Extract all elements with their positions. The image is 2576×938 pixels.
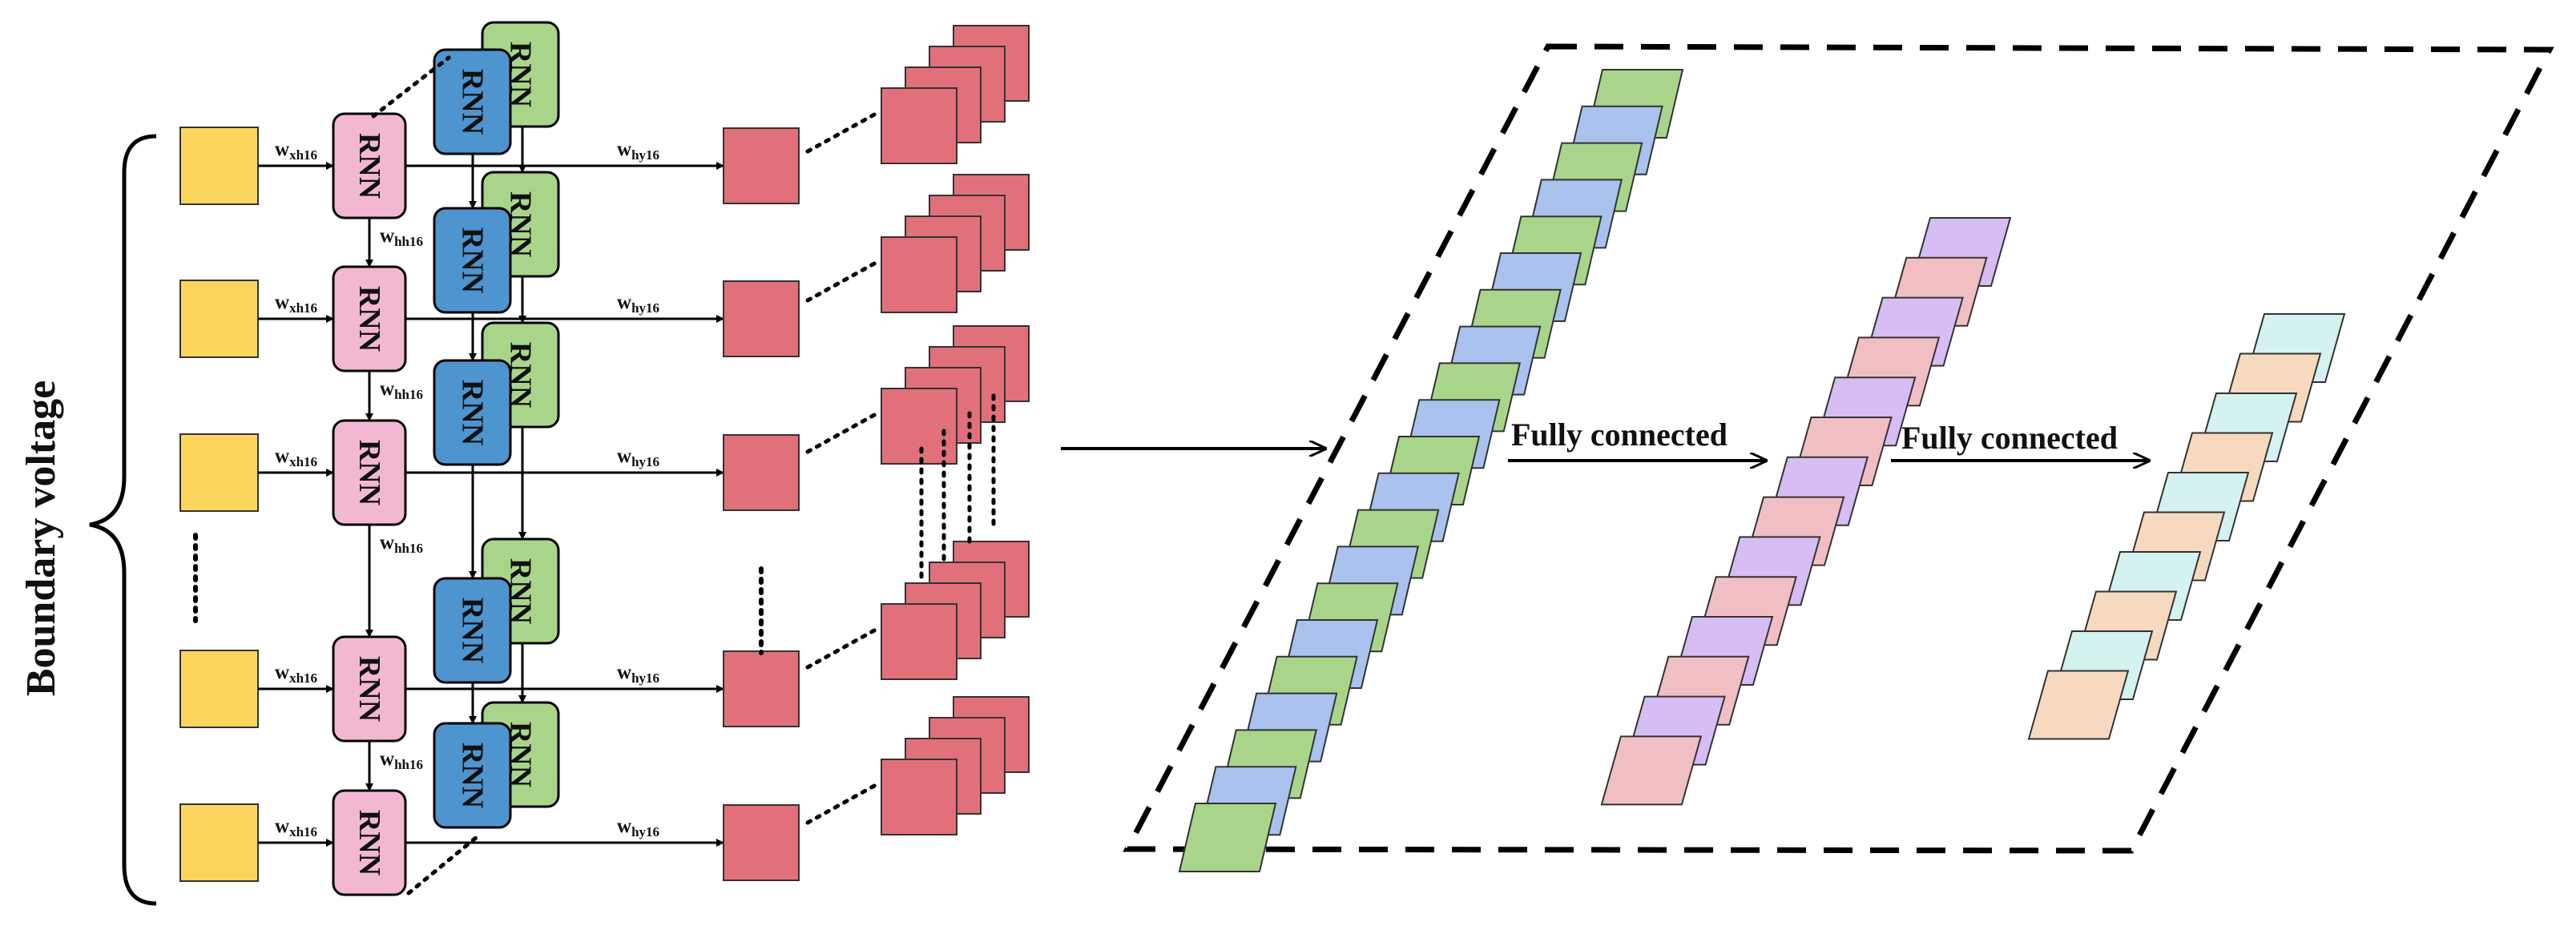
output-square [723,127,800,204]
weight-label-hh: whh16 [380,532,423,556]
rnn-cell-blue-label: RNN [456,227,490,293]
weight-label-hh: whh16 [380,748,423,772]
rnn-cell-pink-label: RNN [353,810,386,876]
rnn-cell-blue [433,577,512,684]
rnn-cell-pink [332,635,407,743]
dashed-boundary-frame [1123,43,2554,854]
rnn-cell-blue [433,48,512,155]
rnn-cell-blue [433,359,512,466]
boundary-voltage-label: Boundary voltage [18,380,64,696]
weight-label-hy: why16 [617,815,659,839]
rnn-cell-pink [332,789,407,896]
weight-label-xh: wxh16 [275,445,317,469]
output-stack-square [881,759,957,835]
output-square [723,804,800,881]
output-stack-square [881,236,957,313]
rnn-cell-pink [332,112,407,219]
dotted-connector [406,835,479,896]
input-brace [89,134,157,906]
output-square [723,650,800,727]
output-stack-square [881,87,957,164]
rnn-cell-blue-label: RNN [456,743,490,808]
rnn-cell-pink [332,419,407,526]
rnn-cell-blue-label: RNN [456,380,490,445]
rnn-cell-pink [332,265,407,372]
rnn-cell-blue [433,722,512,829]
weight-label-xh: wxh16 [275,292,317,316]
weight-label-hy: why16 [617,292,659,316]
rnn-cell-pink-label: RNN [353,286,386,352]
output-square [723,434,800,511]
weight-label-xh: wxh16 [275,662,317,686]
input-square [179,803,259,882]
weight-label-hy: why16 [617,445,659,469]
rnn-cell-blue [433,207,512,314]
feature-layer-3-cell [2027,670,2130,740]
feature-layer-2-cell [1600,735,1703,806]
output-square [723,280,800,357]
rnn-cell-pink-label: RNN [353,656,386,722]
input-square [179,433,259,512]
rnn-cell-blue-label: RNN [456,69,490,135]
feature-layer-1-cell [1178,803,1277,872]
dotted-connector [805,260,878,303]
fully-connected-label-2: Fully connected [1901,420,2118,456]
output-stack-square [881,603,957,680]
rnn-cell-pink-label: RNN [353,133,386,199]
weight-label-xh: wxh16 [275,139,317,163]
fully-connected-label-1: Fully connected [1511,417,1727,453]
rnn-cell-blue-label: RNN [456,598,490,663]
input-square [179,280,259,358]
dotted-connector [805,412,878,454]
dotted-connector [805,627,878,670]
dotted-connector [805,111,878,154]
weight-label-hy: why16 [617,662,659,686]
rnn-cell-pink-label: RNN [353,440,386,505]
input-square [179,127,259,205]
dotted-connector [805,783,878,825]
weight-label-xh: wxh16 [275,815,317,839]
weight-label-hh: whh16 [380,225,423,249]
weight-label-hh: whh16 [380,378,423,402]
weight-label-hy: why16 [617,139,659,163]
input-square [179,650,259,728]
